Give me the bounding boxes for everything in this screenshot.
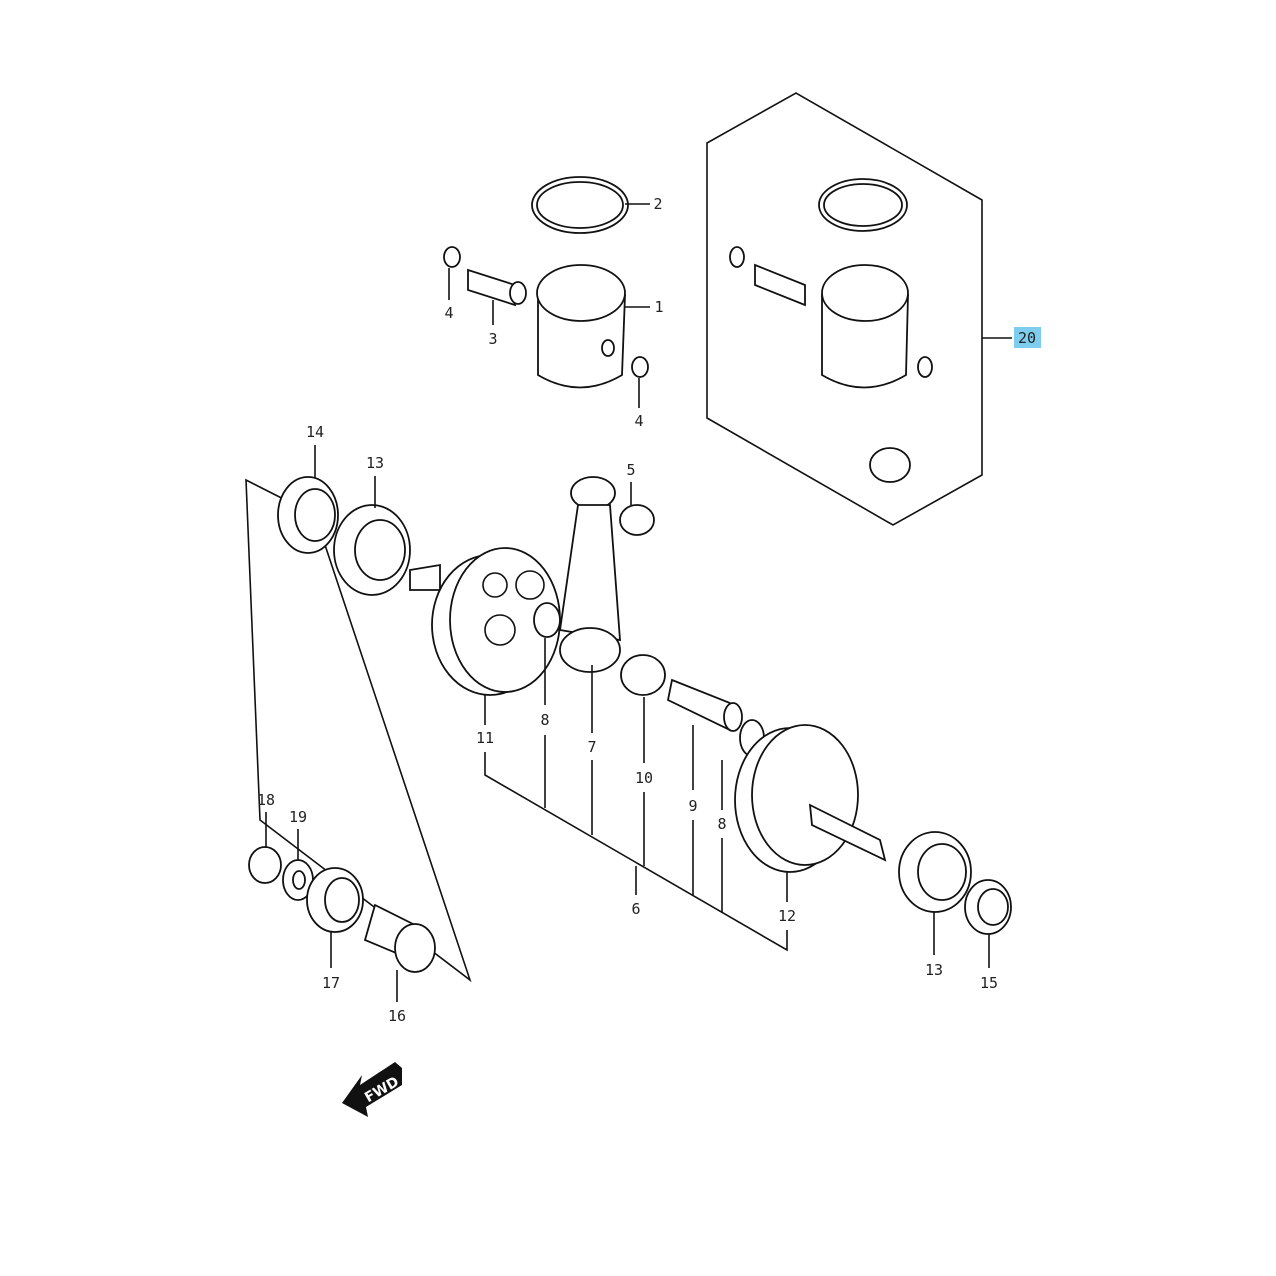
callout-6[interactable]: 6 xyxy=(631,900,640,918)
callout-16[interactable]: 16 xyxy=(388,1007,406,1025)
crank-web-11 xyxy=(409,547,561,696)
circlip xyxy=(631,356,649,378)
piston-pin xyxy=(467,268,527,307)
bearing-13b xyxy=(898,831,972,913)
crank-web-12 xyxy=(734,724,887,873)
gear-17 xyxy=(306,867,364,933)
callout-10[interactable]: 10 xyxy=(635,769,653,787)
callout-14[interactable]: 14 xyxy=(306,423,324,441)
callout-7[interactable]: 7 xyxy=(587,738,596,756)
callout-18[interactable]: 18 xyxy=(257,791,275,809)
callout-highlight xyxy=(1014,327,1041,348)
fwd-arrow-icon: FWD xyxy=(342,1062,402,1117)
callout-2[interactable]: 2 xyxy=(653,195,662,213)
callout-4b[interactable]: 4 xyxy=(634,412,643,430)
oil-seal-15 xyxy=(964,879,1012,935)
callout-20[interactable]: 20 xyxy=(1018,329,1036,347)
piston-ring xyxy=(531,176,629,234)
kit-outline xyxy=(706,92,983,526)
spacer-16 xyxy=(363,903,436,973)
needle-bearing-5 xyxy=(619,504,655,536)
callout-12[interactable]: 12 xyxy=(778,907,796,925)
callout-4[interactable]: 4 xyxy=(444,304,453,322)
callout-13b[interactable]: 13 xyxy=(925,961,943,979)
callout-1[interactable]: 1 xyxy=(654,298,663,316)
callout-8b[interactable]: 8 xyxy=(717,815,726,833)
washer-8 xyxy=(533,602,561,638)
nut-18 xyxy=(248,846,282,884)
oil-seal-14 xyxy=(277,476,339,554)
circlip xyxy=(443,246,461,268)
callout-5[interactable]: 5 xyxy=(626,461,635,479)
callout-15[interactable]: 15 xyxy=(980,974,998,992)
needle-bearing xyxy=(869,447,911,483)
needle-bearing-10 xyxy=(620,654,666,696)
callout-9[interactable]: 9 xyxy=(688,797,697,815)
callout-17[interactable]: 17 xyxy=(322,974,340,992)
callout-19[interactable]: 19 xyxy=(289,808,307,826)
piston xyxy=(536,264,626,389)
callout-11[interactable]: 11 xyxy=(476,729,494,747)
callout-3[interactable]: 3 xyxy=(488,330,497,348)
bearing-13 xyxy=(333,504,411,596)
callout-8[interactable]: 8 xyxy=(540,711,549,729)
callout-13[interactable]: 13 xyxy=(366,454,384,472)
crank-pin-9 xyxy=(666,678,743,732)
connecting-rod-7 xyxy=(558,476,621,673)
